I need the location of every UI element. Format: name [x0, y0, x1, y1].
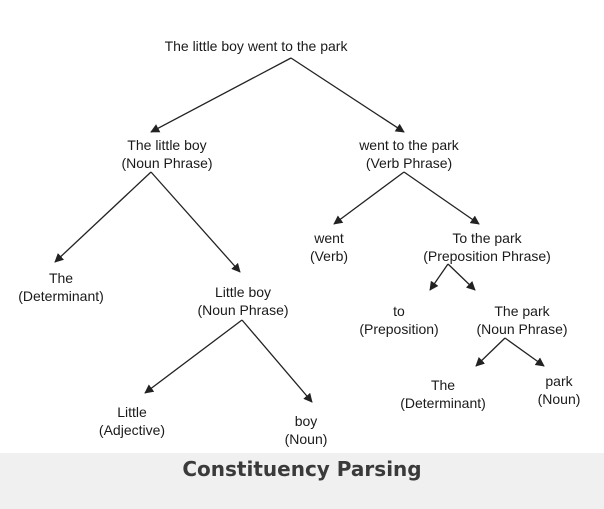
- node-verb: went (Verb): [310, 229, 348, 265]
- edge-pp-to-np3: [447, 263, 476, 291]
- node-preposition-phrase-label: (Preposition Phrase): [423, 248, 551, 264]
- node-adjective-label: (Adjective): [98, 422, 166, 438]
- node-determinant-1: The (Determinant): [18, 269, 104, 305]
- diagram-caption: Constituency Parsing: [182, 457, 422, 481]
- node-noun-2-label: (Noun): [537, 391, 581, 407]
- node-noun-phrase-3-phrase: The park: [494, 303, 550, 319]
- node-noun-phrase-1-label: (Noun Phrase): [121, 155, 213, 171]
- node-verb-word: went: [314, 230, 344, 246]
- node-verb-phrase-label: (Verb Phrase): [365, 155, 453, 171]
- edge-np3-to-noun2: [504, 337, 545, 367]
- node-verb-label: (Verb): [309, 248, 349, 264]
- node-preposition-phrase-phrase: To the park: [452, 230, 522, 246]
- node-preposition-word: to: [393, 303, 405, 319]
- node-verb-phrase-phrase: went to the park: [359, 137, 459, 153]
- node-preposition: to (Preposition): [359, 302, 438, 338]
- node-adjective: Little (Adjective): [99, 403, 165, 439]
- parse-tree-diagram: The little boy went to the park The litt…: [18, 37, 581, 448]
- node-noun-phrase-2-phrase: Little boy: [214, 284, 272, 300]
- node-preposition-label: (Preposition): [359, 321, 439, 337]
- edge-np3-to-det2: [475, 337, 506, 367]
- node-noun-1: boy (Noun): [285, 412, 328, 448]
- node-root-phrase: The little boy went to the park: [164, 38, 348, 54]
- edge-root-to-np1: [150, 57, 292, 133]
- node-noun-1-label: (Noun): [284, 431, 328, 447]
- node-noun-phrase-1: The little boy (Noun Phrase): [121, 136, 212, 172]
- caption-bar: Constituency Parsing: [0, 453, 604, 509]
- tree-edges: [54, 57, 545, 403]
- node-noun-1-word: boy: [294, 413, 318, 429]
- edge-vp-to-verb: [333, 171, 405, 225]
- edge-np1-to-det1: [54, 171, 152, 263]
- node-root: The little boy went to the park: [165, 37, 348, 55]
- edge-np2-to-adj: [144, 319, 243, 394]
- node-noun-phrase-1-phrase: The little boy: [127, 137, 207, 153]
- node-adjective-word: Little: [117, 404, 147, 420]
- edge-np2-to-noun1: [241, 319, 313, 403]
- node-noun-phrase-2: Little boy (Noun Phrase): [197, 283, 288, 319]
- node-noun-phrase-3: The park (Noun Phrase): [476, 302, 567, 338]
- node-determinant-2-label: (Determinant): [400, 395, 486, 411]
- node-preposition-phrase: To the park (Preposition Phrase): [423, 229, 551, 265]
- node-determinant-1-label: (Determinant): [18, 288, 104, 304]
- node-noun-phrase-3-label: (Noun Phrase): [476, 321, 568, 337]
- node-determinant-1-word: The: [48, 270, 74, 286]
- edge-pp-to-prep: [429, 263, 449, 291]
- node-determinant-2-word: The: [430, 377, 456, 393]
- node-noun-2: park (Noun): [538, 372, 581, 408]
- node-noun-phrase-2-label: (Noun Phrase): [197, 302, 289, 318]
- edge-np1-to-np2: [150, 171, 241, 273]
- edge-vp-to-pp: [403, 171, 480, 225]
- node-determinant-2: The (Determinant): [400, 376, 486, 412]
- edge-root-to-vp: [290, 57, 405, 133]
- node-noun-2-word: park: [545, 373, 573, 389]
- node-verb-phrase: went to the park (Verb Phrase): [359, 136, 459, 172]
